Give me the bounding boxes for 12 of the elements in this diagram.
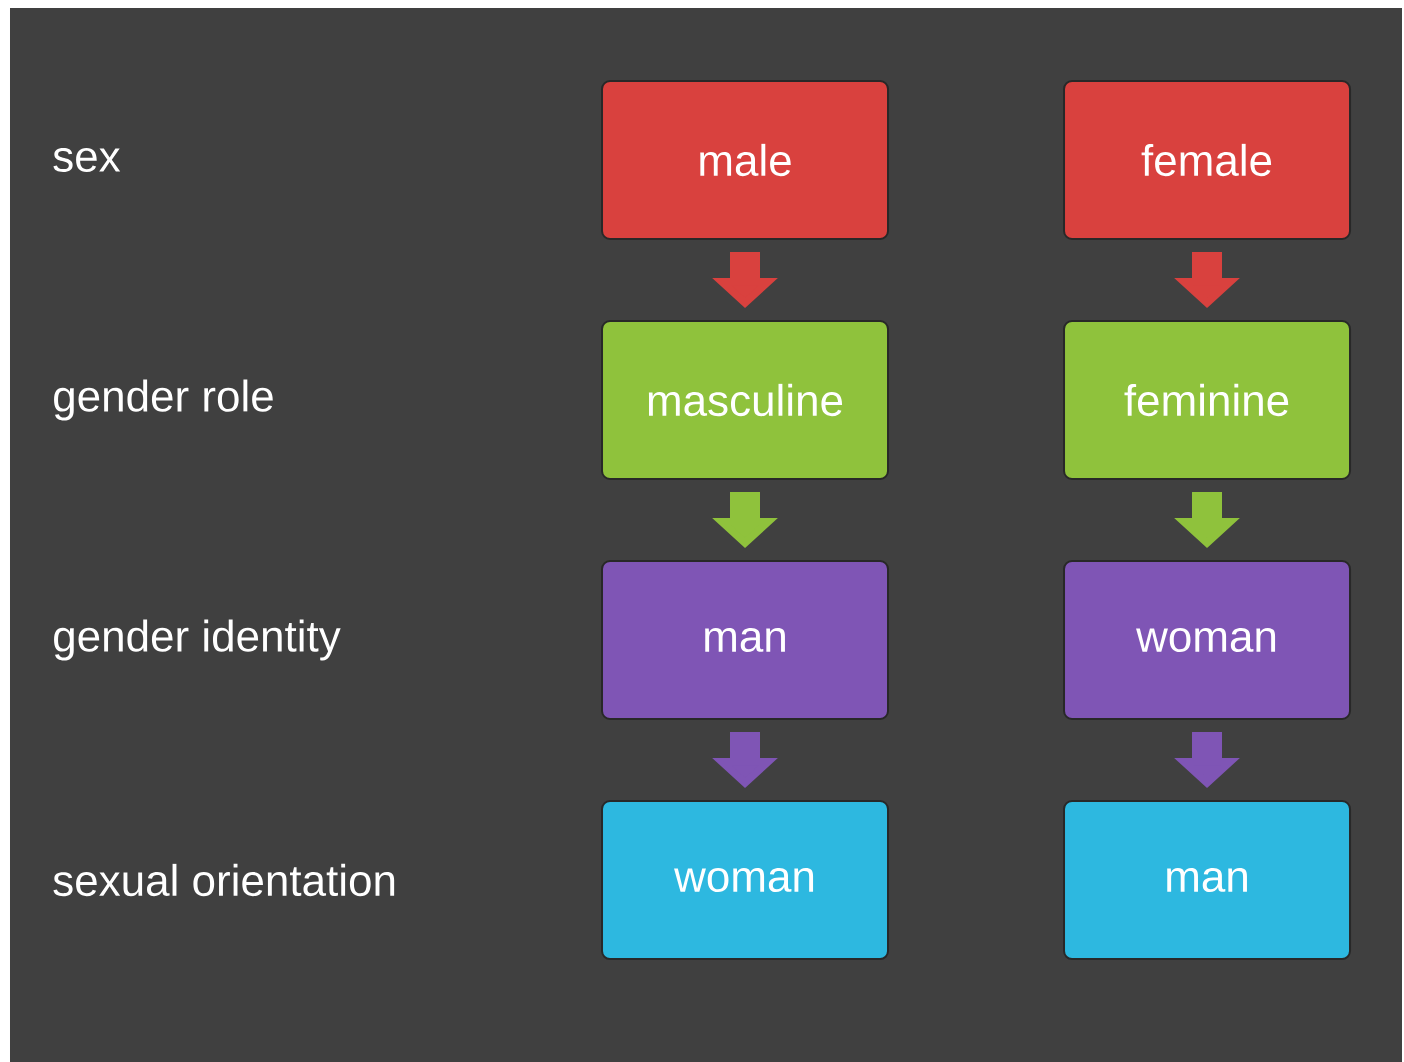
process-box: woman [1063, 560, 1351, 720]
process-box: woman [601, 800, 889, 960]
process-box: masculine [601, 320, 889, 480]
process-box: female [1063, 80, 1351, 240]
process-box: feminine [1063, 320, 1351, 480]
row-label: sex [53, 147, 121, 173]
process-box: man [601, 560, 889, 720]
row-label: sexual orientation [53, 863, 395, 897]
row-label: gender identity [54, 619, 341, 661]
process-box: man [1063, 800, 1351, 960]
row-label: gender role [54, 379, 273, 421]
process-box: male [601, 80, 889, 240]
